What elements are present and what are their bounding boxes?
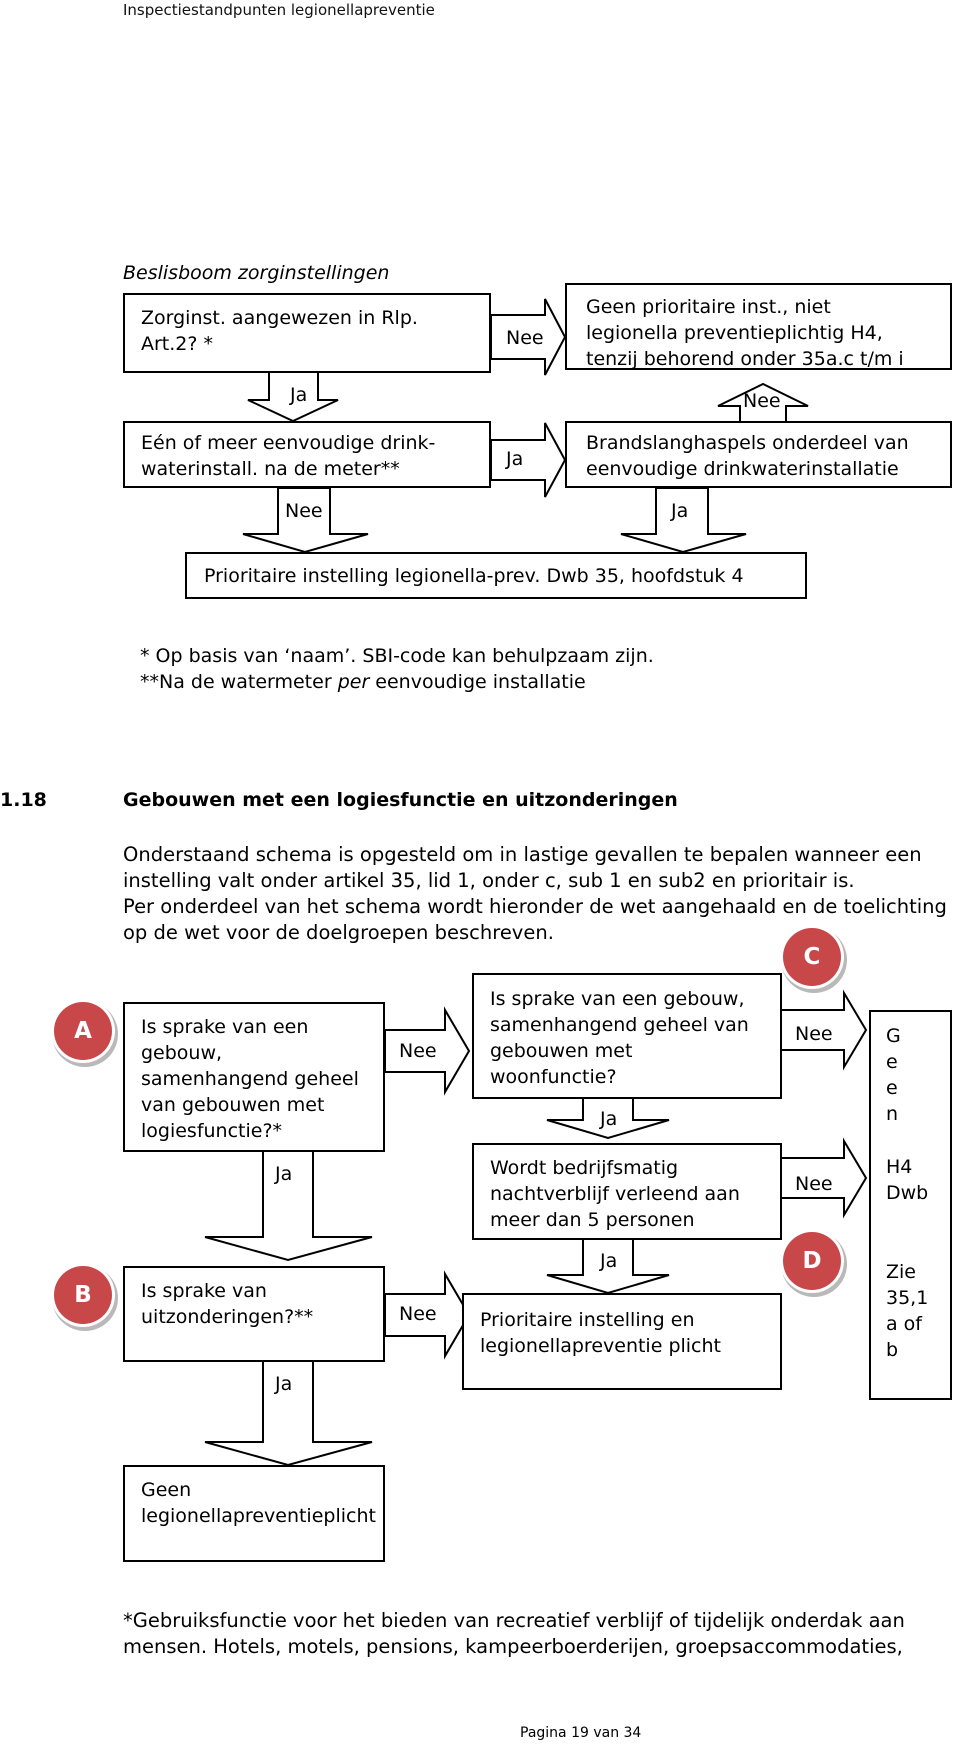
box-line: Geen [141,1479,192,1501]
label-nee: Nee [795,1173,833,1195]
arrow-d-right [779,1137,868,1219]
section-number: 1.18 [0,789,47,811]
box-line: Eén of meer eenvoudige drink- [141,432,436,454]
box-line: H4 [886,1156,913,1178]
box-line: gebouwen met [490,1040,633,1062]
box-line: uitzonderingen?** [141,1306,314,1328]
box-line: Art.2? * [141,333,214,355]
box-line: van gebouwen met [141,1094,325,1116]
box-line: Brandslanghaspels onderdeel van [586,432,909,454]
arrow-q1-down [247,371,339,423]
box-line: Prioritaire instelling legionella-prev. … [204,565,744,587]
paragraph-line: op de wet voor de doelgroepen beschreven… [123,921,554,944]
paragraph-line: instelling valt onder artikel 35, lid 1,… [123,869,855,892]
note-text: **Na de watermeter [140,671,338,693]
label-ja: Ja [671,500,689,522]
box-line: eenvoudige drinkwaterinstallatie [586,458,899,480]
footnote-line: *Gebruiksfunctie voor het bieden van rec… [123,1609,905,1632]
box-line: n [886,1103,899,1125]
box-zorginstelling-question: Zorginst. aangewezen in Rlp. Art.2? * [123,293,491,373]
box-line: Geen prioritaire inst., niet [586,296,831,318]
label-nee: Nee [743,390,781,412]
box-line: e [886,1077,898,1099]
marker-d: D [783,1232,841,1290]
box-line: legionella preventieplichtig H4, [586,322,883,344]
arrow-c-down [546,1097,670,1140]
arrow-q2-right [490,422,567,498]
arrow-q2-down [242,487,369,554]
label-nee: Nee [795,1023,833,1045]
label-ja: Ja [275,1163,293,1185]
box-line: gebouw, [141,1042,223,1064]
box-line: samenhangend geheel van [490,1014,749,1036]
box-logiesfunctie-question: Is sprake van een gebouw, samenhangend g… [123,1002,385,1152]
arrow-q3-down [620,487,747,554]
box-drinkwater-question: Eén of meer eenvoudige drink- waterinsta… [123,421,491,488]
arrow-b-right [384,1270,471,1360]
label-nee: Nee [399,1040,437,1062]
section-title: Gebouwen met een logiesfunctie en uitzon… [123,789,678,811]
arrow-d-down [546,1237,670,1295]
arrow-a-down [204,1149,373,1262]
box-priority-legionella: Prioritaire instelling en legionellaprev… [462,1293,782,1390]
label-ja: Ja [600,1108,618,1130]
box-uitzonderingen-question: Is sprake van uitzonderingen?** [123,1266,385,1362]
box-line: waterinstall. na de meter** [141,458,400,480]
box-woonfunctie-question: Is sprake van een gebouw, samenhangend g… [472,973,782,1099]
arrow-q1-right [490,298,567,376]
box-line: Is sprake van een gebouw, [490,988,745,1010]
label-ja: Ja [600,1250,618,1272]
footnote-star: * Op basis van ‘naam’. SBI-code kan behu… [140,645,654,667]
label-ja: Ja [290,384,308,406]
footnote-double-star: **Na de watermeter per eenvoudige instal… [140,669,586,696]
box-line: Zie [886,1261,916,1283]
box-line: tenzij behorend onder 35a.c t/m i [586,348,904,370]
running-header: Inspectiestandpunten legionellapreventie [123,1,435,19]
box-line: nachtverblijf verleend aan [490,1183,740,1205]
box-line: Is sprake van [141,1280,267,1302]
note-emphasis: per [337,671,370,693]
marker-a: A [54,1002,112,1060]
box-line: logiesfunctie?* [141,1120,283,1142]
label-nee: Nee [285,500,323,522]
page-number: Pagina 19 van 34 [520,1725,642,1741]
box-line: a of [886,1313,922,1335]
paragraph-line: Onderstaand schema is opgesteld om in la… [123,843,922,866]
box-line: 35,1 [886,1287,929,1309]
box-line: Zorginst. aangewezen in Rlp. [141,307,418,329]
label-nee: Nee [506,327,544,349]
box-line: Wordt bedrijfsmatig [490,1157,679,1179]
marker-c: C [783,928,841,986]
box-line: Dwb [886,1182,929,1204]
box-priority-instelling: Prioritaire instelling legionella-prev. … [185,552,807,599]
box-nachtverblijf-question: Wordt bedrijfsmatig nachtverblijf verlee… [472,1143,782,1240]
box-not-priority: Geen prioritaire inst., niet legionella … [565,283,952,370]
arrow-c-right [779,989,868,1071]
box-line: samenhangend geheel [141,1068,359,1090]
label-ja: Ja [275,1373,293,1395]
box-line: legionellapreventie plicht [480,1335,721,1357]
box-brandslang-question: Brandslanghaspels onderdeel van eenvoudi… [565,421,952,488]
decision-tree-heading: Beslisboom zorginstellingen [123,262,390,284]
box-line: Is sprake van een [141,1016,309,1038]
box-line: legionellapreventieplicht [141,1505,376,1527]
footnote-line: mensen. Hotels, motels, pensions, kampee… [123,1635,903,1658]
arrow-b-down [204,1359,373,1467]
box-line: woonfunctie? [490,1066,617,1088]
paragraph-line: Per onderdeel van het schema wordt hiero… [123,895,947,918]
box-geen-h4: G e e n H4 Dwb Zie 35,1 a of b [869,1010,952,1400]
box-line: b [886,1339,899,1361]
note-text: eenvoudige installatie [369,671,586,693]
marker-b: B [54,1266,112,1324]
box-no-legionella-duty: Geen legionellapreventieplicht [123,1465,385,1562]
box-line: Prioritaire instelling en [480,1309,695,1331]
label-ja: Ja [506,448,524,470]
label-nee: Nee [399,1303,437,1325]
box-line: meer dan 5 personen [490,1209,695,1231]
arrow-a-right [384,1006,471,1096]
box-line: e [886,1051,898,1073]
box-line: G [886,1025,901,1047]
